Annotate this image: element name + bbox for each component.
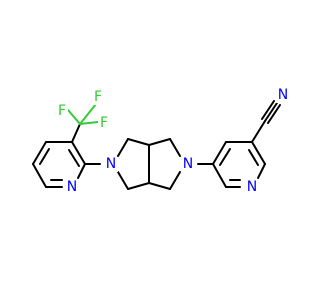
ring-bond bbox=[169, 171, 181, 190]
nitrogen-atom-label: N bbox=[247, 179, 257, 195]
ring-double-bond-inner bbox=[68, 149, 80, 167]
fluorine-atom-label: F bbox=[58, 103, 66, 119]
ring-bond bbox=[169, 138, 181, 157]
fluorine-atom-label: F bbox=[94, 89, 102, 105]
ring-bond bbox=[127, 138, 150, 146]
ring-bond bbox=[117, 171, 129, 190]
molecule-structure-diagram: F F F N N N N N bbox=[32, 87, 290, 195]
ring-bond bbox=[257, 163, 266, 179]
ring-bond bbox=[148, 182, 171, 190]
nitrile-triple-bond-c bbox=[267, 104, 281, 124]
ring-bond bbox=[148, 138, 171, 146]
ring-double-bond-inner bbox=[219, 148, 231, 166]
trifluoromethyl-group bbox=[67, 103, 99, 143]
bond-c-f-left bbox=[67, 109, 81, 125]
bond-c-f-top bbox=[79, 103, 97, 125]
ring-bond bbox=[77, 163, 86, 179]
ring-bond bbox=[117, 138, 129, 157]
nitrile-triple-bond-a bbox=[261, 100, 275, 120]
fluorine-atom-label: F bbox=[100, 115, 108, 131]
bicyclic-core bbox=[117, 138, 214, 190]
ring-bond bbox=[127, 182, 150, 190]
ring-bond bbox=[71, 141, 86, 165]
ring-bond bbox=[212, 163, 227, 188]
nitrile-group bbox=[251, 100, 281, 143]
bond-cf3-to-ring bbox=[71, 123, 81, 143]
nitrile-triple-bond-b bbox=[264, 102, 278, 122]
nitrogen-atom-label: N bbox=[106, 156, 116, 172]
nitrogen-atom-label: N bbox=[278, 87, 288, 103]
ring-double-bond-inner bbox=[248, 149, 259, 166]
ring-bond bbox=[32, 163, 47, 188]
nitrogen-atom-label: N bbox=[183, 156, 193, 172]
atom-labels: F F F N N N N N bbox=[56, 87, 290, 195]
ring-bond bbox=[251, 141, 266, 165]
nitrogen-atom-label: N bbox=[67, 179, 77, 195]
ring-bond bbox=[212, 141, 227, 165]
right-pyridine-ring bbox=[212, 141, 266, 188]
left-pyridine-ring bbox=[32, 141, 101, 188]
bond-c-f-right bbox=[79, 121, 99, 125]
bond-ring-to-nitrile-c bbox=[251, 120, 266, 143]
ring-bond bbox=[32, 141, 47, 165]
ring-double-bond-inner bbox=[39, 148, 50, 165]
